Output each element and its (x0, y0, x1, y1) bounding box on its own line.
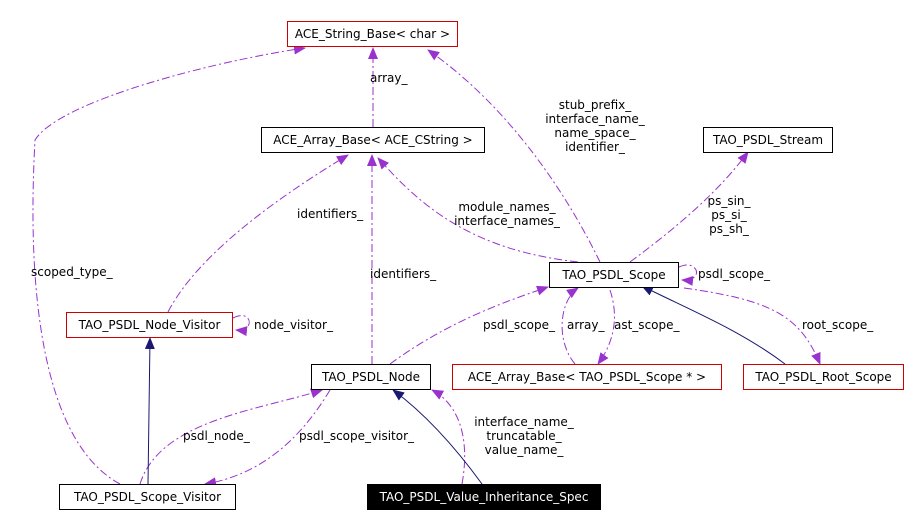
label-module-names: module_names_ (458, 200, 556, 214)
label-vis-value-name: value_name_ (484, 443, 564, 457)
node-ace-array-base-cstring[interactable]: ACE_Array_Base< ACE_CString > (261, 127, 485, 153)
label-ps-sin: ps_sin_ (707, 194, 751, 208)
label-interface-name: interface_name_ (545, 112, 645, 126)
node-tao-psdl-scope-visitor[interactable]: TAO_PSDL_Scope_Visitor (59, 484, 236, 510)
edge-psdl-node (139, 388, 323, 485)
node-tao-psdl-root-scope[interactable]: TAO_PSDL_Root_Scope (743, 364, 904, 390)
edge-root-scope (683, 287, 821, 365)
node-tao-psdl-node-visitor[interactable]: TAO_PSDL_Node_Visitor (66, 312, 233, 338)
label-ast-scope: ast_scope_ (614, 318, 680, 332)
edge-psdl-scope-node (389, 285, 549, 365)
label-array-scope: array_ (567, 318, 605, 332)
label-identifier: identifier_ (565, 140, 625, 154)
edge-psdl-scope-self (678, 264, 697, 286)
edge-module-names (377, 157, 579, 263)
edge-scoped-type (32, 44, 306, 485)
label-scoped-type: scoped_type_ (31, 265, 113, 279)
label-ps-si: ps_si_ (711, 208, 747, 222)
edge-node-visitor-self (232, 315, 250, 337)
label-node-visitor: node_visitor_ (254, 318, 333, 332)
label-interface-names: interface_names_ (454, 214, 560, 228)
inherit-scope-visitor (144, 337, 155, 485)
edge-ps-sin (629, 151, 749, 263)
label-vis-truncatable: truncatable_ (486, 429, 562, 443)
label-psdl-node: psdl_node_ (183, 429, 250, 443)
label-name-space: name_space_ (554, 126, 636, 140)
label-identifiers-left: identifiers_ (297, 207, 364, 221)
node-tao-psdl-scope[interactable]: TAO_PSDL_Scope (549, 262, 679, 288)
label-psdl-scope-self: psdl_scope_ (698, 267, 771, 281)
label-psdl-scope-visitor: psdl_scope_visitor_ (299, 429, 415, 443)
node-tao-psdl-value-inheritance-spec[interactable]: TAO_PSDL_Value_Inheritance_Spec (367, 484, 601, 510)
label-psdl-scope-node: psdl_scope_ (483, 318, 556, 332)
node-ace-string-base[interactable]: ACE_String_Base< char > (287, 21, 458, 47)
edge-ast-scope (597, 289, 615, 365)
label-root-scope: root_scope_ (802, 318, 874, 332)
label-vis-interface-name: interface_name_ (474, 415, 574, 429)
inherit-root-scope (641, 285, 786, 365)
edge-identifiers-left (167, 154, 349, 313)
label-array: array_ (370, 71, 408, 85)
label-identifiers-center: identifiers_ (370, 267, 437, 281)
edge-array-scope (561, 287, 579, 365)
label-stub-prefix-group: stub_prefix_ interface_name_ name_space_… (538, 98, 652, 154)
node-ace-array-base-scope-ptr[interactable]: ACE_Array_Base< TAO_PSDL_Scope * > (452, 364, 722, 390)
node-tao-psdl-stream[interactable]: TAO_PSDL_Stream (703, 127, 833, 153)
edge-vis-interface (431, 389, 466, 485)
label-module-names-group: module_names_ interface_names_ (450, 200, 564, 228)
edge-stub-prefix (427, 49, 601, 263)
inherit-vis (392, 389, 483, 485)
label-ps-sh: ps_sh_ (709, 222, 749, 236)
label-stub-prefix: stub_prefix_ (558, 98, 632, 112)
edge-psdl-scope-visitor (204, 389, 331, 488)
label-vis-group: interface_name_ truncatable_ value_name_ (466, 415, 582, 457)
label-ps-group: ps_sin_ ps_si_ ps_sh_ (700, 194, 758, 236)
node-tao-psdl-node[interactable]: TAO_PSDL_Node (311, 364, 431, 390)
